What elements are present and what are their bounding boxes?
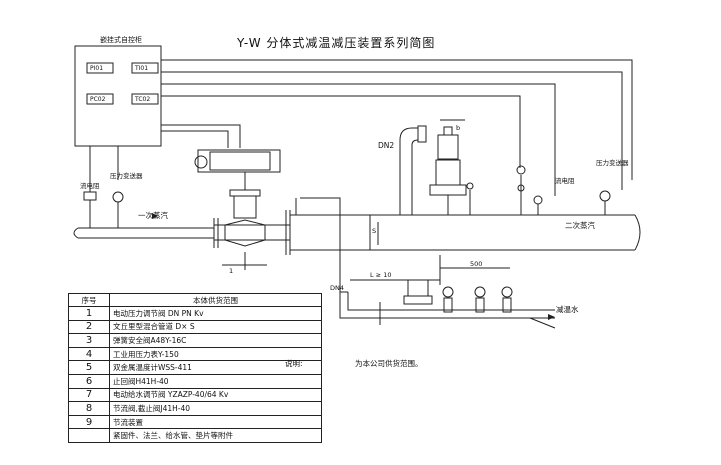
flow-meter-right-label: 流电阻 <box>555 177 575 185</box>
cabinet-cell-ti01: TI01 <box>135 65 149 72</box>
transmitter-left-label: 压力变送器 <box>110 172 143 180</box>
cabinet-cell-pc02: PC02 <box>90 96 106 103</box>
secondary-steam-label: 二次蒸汽 <box>565 221 595 230</box>
dim-l-label: L ≥ 10 <box>370 271 392 279</box>
dim-500-label: 500 <box>470 260 483 268</box>
dim-b-label: b <box>456 124 461 132</box>
primary-steam-label: 一次蒸汽 <box>138 211 168 220</box>
table-header: 序号 本体供货范围 <box>68 293 322 307</box>
cabinet-title: 嵌挂式自控柜 <box>100 36 142 44</box>
dim-1-label: 1 <box>229 267 234 275</box>
cabinet-cell-tc02: TC02 <box>135 96 151 103</box>
transmitter-right-label: 压力变送器 <box>596 159 629 167</box>
dim-s-label: S <box>372 227 377 235</box>
safety-valve <box>399 125 467 215</box>
note-text: 为本公司供货范围。 <box>355 359 423 368</box>
water-line <box>339 279 556 329</box>
diagram-title: Y-W 分体式减温减压装置系列简图 <box>237 36 436 50</box>
header-desc: 本体供货范围 <box>109 293 322 307</box>
cabinet-cell-pi01: PI01 <box>90 65 104 72</box>
desuper-water-label: 减温水 <box>556 305 579 314</box>
electric-control-valve <box>194 149 281 247</box>
table-row: 紧固件、法兰、给水管、垫片等附件 <box>68 428 322 443</box>
pressure-gauges <box>466 165 543 215</box>
header-no: 序号 <box>68 293 110 307</box>
dn4-label: DN4 <box>330 284 345 292</box>
note-prefix: 说明: <box>285 359 303 368</box>
dn2-label: DN2 <box>378 141 395 150</box>
flow-meter-left-label: 流电阻 <box>80 182 100 190</box>
